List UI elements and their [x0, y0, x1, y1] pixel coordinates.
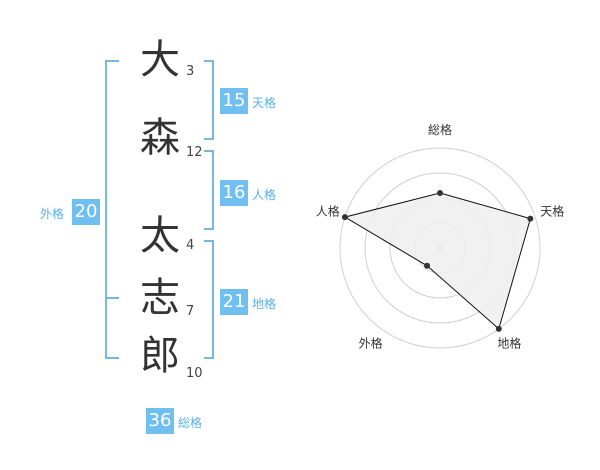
jinkaku-bracket-top	[204, 150, 214, 152]
jinkaku-bracket-bottom	[204, 228, 214, 230]
soukaku-value: 36	[146, 408, 174, 434]
gaikaku-bracket-bottom	[105, 357, 119, 359]
radar-point-4	[341, 214, 348, 221]
tenkaku-value: 15	[220, 88, 248, 114]
radar-polygon	[343, 192, 532, 330]
radar-axis-label-2: 地格	[497, 335, 521, 350]
soukaku-label: 総格	[178, 416, 203, 430]
name-char-1: 大	[140, 37, 180, 83]
gaikaku-label: 外格	[40, 207, 65, 221]
radar-axis-label-3: 外格	[359, 335, 383, 350]
gaikaku-bracket-top	[105, 60, 119, 62]
chikaku-bracket-vertical	[212, 240, 214, 359]
tenkaku-bracket-bottom	[204, 138, 214, 140]
radar-point-3	[424, 262, 431, 269]
chikaku-value: 21	[220, 289, 248, 315]
radar-axis-label-4: 人格	[316, 204, 340, 219]
jinkaku-bracket-vertical	[212, 150, 214, 230]
radar-point-2	[495, 325, 502, 332]
jinkaku-label: 人格	[252, 188, 277, 202]
radar-points	[341, 190, 534, 332]
name-char-2: 森	[140, 115, 180, 161]
stroke-count-1: 3	[186, 64, 195, 79]
tenkaku-bracket-vertical	[212, 60, 214, 140]
radar-ring-4	[339, 147, 541, 349]
stroke-count-2: 12	[186, 145, 203, 160]
tenkaku-label: 天格	[252, 96, 277, 110]
name-char-5: 郎	[140, 333, 180, 379]
stroke-count-3: 4	[186, 238, 195, 253]
name-char-4: 志	[140, 275, 180, 321]
name-char-3: 太	[140, 213, 180, 259]
gaikaku-bracket-mid	[105, 297, 119, 299]
chikaku-label: 地格	[252, 297, 277, 311]
tenkaku-bracket-top	[204, 60, 214, 62]
gaikaku-bracket-vertical	[105, 60, 107, 359]
radar-axis-label-1: 天格	[540, 204, 564, 219]
chikaku-bracket-bottom	[204, 357, 214, 359]
chikaku-bracket-top	[204, 240, 214, 242]
radar-point-1	[527, 215, 534, 222]
jinkaku-value: 16	[220, 180, 248, 206]
stroke-count-5: 10	[186, 366, 203, 381]
stroke-count-4: 7	[186, 304, 195, 319]
gaikaku-value: 20	[72, 199, 100, 225]
radar-axis-label-0: 総格	[428, 122, 452, 137]
radar-point-0	[437, 190, 443, 196]
